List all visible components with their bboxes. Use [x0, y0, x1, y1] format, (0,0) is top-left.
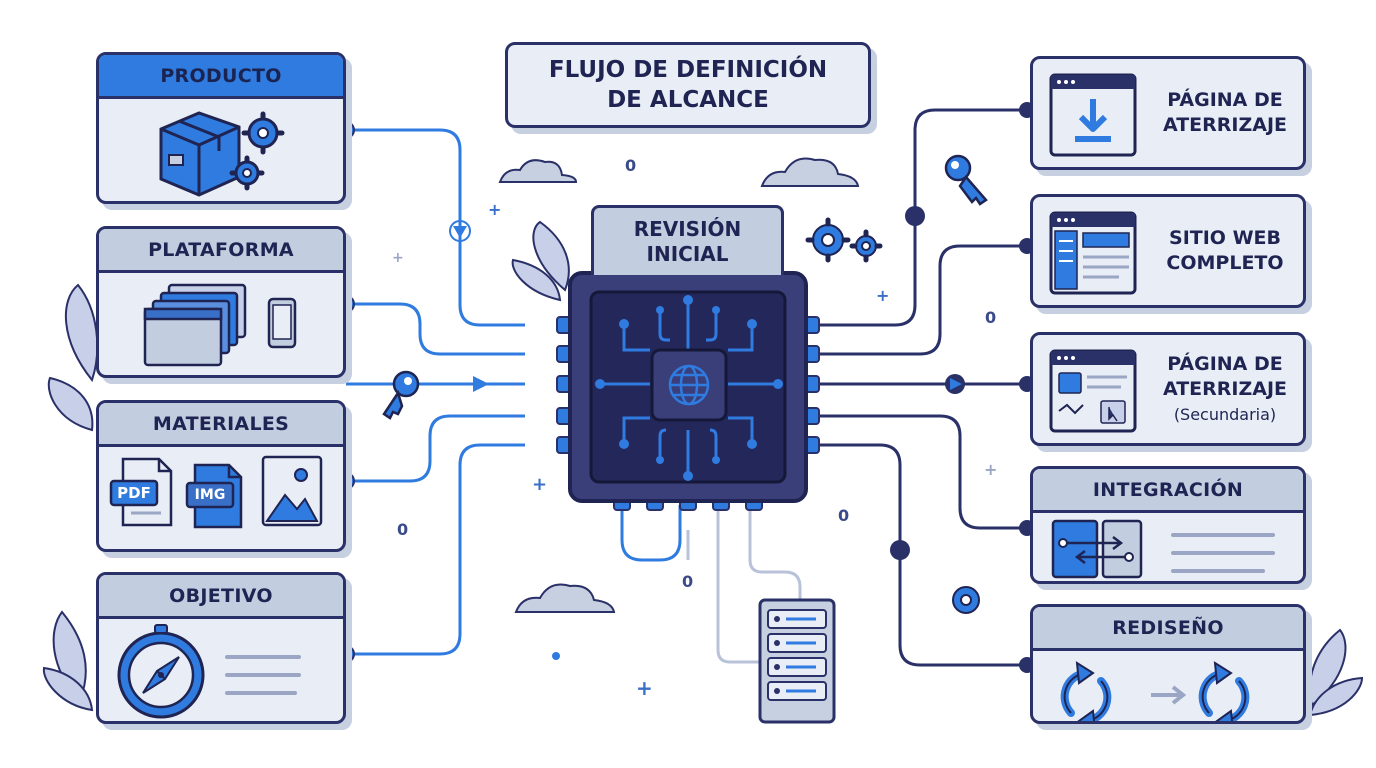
center-line-1: REVISIÓN [633, 216, 742, 241]
output-card-secondary-landing-page: PÁGINA DE ATERRIZAJE (Secundaria) [1030, 332, 1306, 446]
processor-chip [556, 271, 820, 511]
zero-mark: 0 [682, 572, 694, 591]
landing-layout-icon [1049, 349, 1137, 433]
plus-sparkle-icon: + [876, 286, 890, 305]
card-title: REDISEÑO [1033, 607, 1303, 651]
plus-sparkle-icon: + [532, 474, 548, 495]
input-card-plataforma: PLATAFORMA [96, 226, 346, 378]
windows-mobile-icon [143, 283, 297, 367]
title-line-1: FLUJO DE DEFINICIÓN [548, 57, 828, 83]
output-card-landing-page: PÁGINA DE ATERRIZAJE [1030, 56, 1306, 170]
diagram-title: FLUJO DE DEFINICIÓN DE ALCANCE [505, 42, 871, 128]
output-line-1: PÁGINA DE [1167, 89, 1283, 111]
globe-icon [668, 364, 710, 406]
integration-icon [1051, 519, 1275, 579]
download-window-icon [1049, 73, 1137, 157]
card-title: PRODUCTO [99, 55, 343, 99]
input-card-objetivo: OBJETIVO [96, 572, 346, 724]
zero-mark: 0 [985, 308, 997, 327]
output-line-2: ATERRIZAJE [1162, 377, 1288, 400]
leaf-decoration-right [1308, 628, 1364, 717]
output-line-2: ATERRIZAJE [1162, 114, 1288, 136]
sparkle-icon [552, 652, 560, 660]
card-title: OBJETIVO [99, 575, 343, 619]
output-connectors [815, 108, 1027, 667]
plus-sparkle-icon: + [488, 200, 502, 219]
flow-arrow-icon [473, 376, 489, 392]
zero-mark: 0 [838, 506, 850, 525]
output-line-1: SITIO WEB [1169, 227, 1281, 249]
output-line-1: PÁGINA DE [1167, 352, 1283, 375]
refresh-icon [1060, 661, 1250, 721]
title-line-2: DE ALCANCE [607, 87, 769, 113]
input-card-materiales: MATERIALES PDF IMG [96, 400, 346, 552]
leaf-decoration-left [42, 283, 99, 712]
zero-mark: 0 [625, 156, 637, 175]
key-icon [382, 154, 988, 420]
plus-sparkle-icon: + [984, 460, 998, 479]
output-card-full-website: SITIO WEB COMPLETO [1030, 194, 1306, 308]
server-icon [758, 598, 836, 724]
output-line-2: COMPLETO [1166, 252, 1284, 274]
zero-mark: 0 [397, 520, 409, 539]
compass-icon [117, 624, 301, 719]
pdf-badge: PDF [117, 484, 151, 502]
output-card-integracion: INTEGRACIÓN [1030, 466, 1306, 584]
card-title: MATERIALES [99, 403, 343, 447]
img-badge: IMG [194, 487, 226, 503]
input-card-producto: PRODUCTO [96, 52, 346, 204]
box-gears-icon [159, 111, 285, 197]
plus-sparkle-icon: + [392, 250, 404, 266]
cloud-icon [498, 157, 860, 613]
initial-review-label: REVISIÓN INICIAL [591, 205, 784, 275]
center-line-2: INICIAL [646, 241, 729, 266]
card-title: PLATAFORMA [99, 229, 343, 273]
plus-sparkle-icon: + [636, 676, 653, 700]
flow-arrow-icon [453, 226, 467, 238]
website-layout-icon [1049, 211, 1137, 295]
files-icon [109, 455, 323, 529]
output-subtitle: (Secundaria) [1173, 404, 1277, 424]
card-title: INTEGRACIÓN [1033, 469, 1303, 513]
output-card-rediseno: REDISEÑO [1030, 604, 1306, 724]
bottom-connectors [620, 505, 682, 562]
leaf-decoration-center [511, 220, 570, 302]
